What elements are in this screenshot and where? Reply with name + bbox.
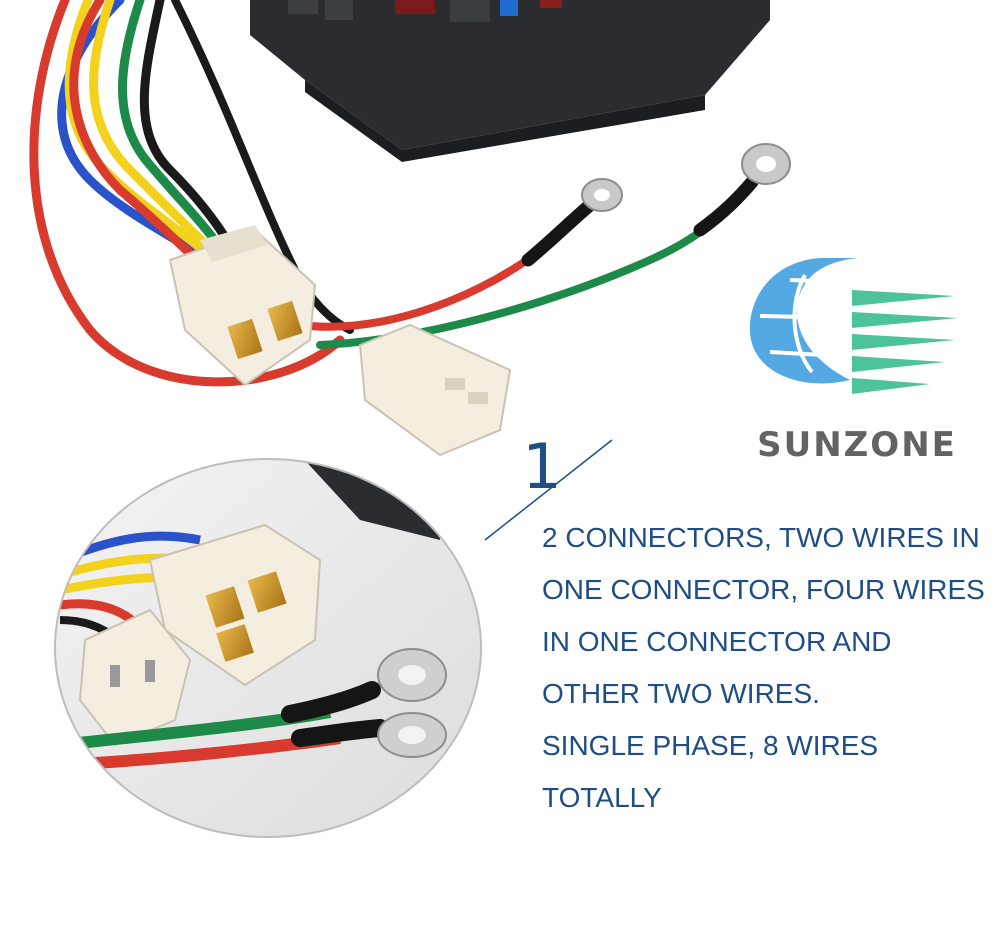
regulator-body (250, 0, 770, 162)
zoom-inset (54, 458, 482, 838)
description-line: TOTALLY (542, 782, 662, 813)
divider-line (484, 439, 613, 541)
feature-description: 2 CONNECTORS, TWO WIRES IN ONE CONNECTOR… (542, 512, 985, 824)
description-line: 2 CONNECTORS, TWO WIRES IN (542, 522, 980, 553)
step-number: 1 (522, 430, 562, 503)
wire-bundle (29, 0, 354, 387)
sunzone-logo (749, 258, 958, 394)
description-line: ONE CONNECTOR, FOUR WIRES (542, 574, 985, 605)
description-line: OTHER TWO WIRES. (542, 678, 820, 709)
two-pin-connector (358, 323, 512, 457)
four-pin-connector (168, 225, 317, 387)
description-line: SINGLE PHASE, 8 WIRES (542, 730, 879, 761)
brand-name: SUNZONE (757, 425, 957, 465)
description-line: IN ONE CONNECTOR AND (542, 626, 892, 657)
red-ring-wire (296, 178, 623, 331)
